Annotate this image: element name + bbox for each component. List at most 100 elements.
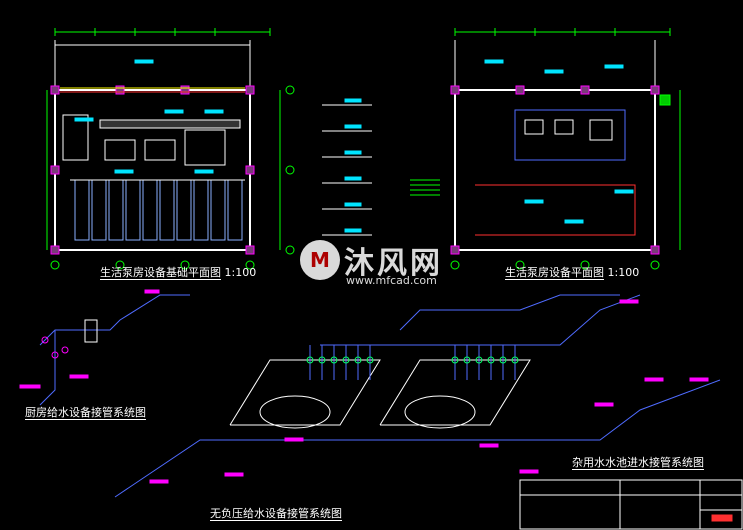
pipe-line <box>399 294 620 331</box>
label-tag <box>69 374 89 379</box>
label-tag <box>134 59 154 64</box>
valve-icon <box>463 356 471 364</box>
valve-icon <box>342 356 350 364</box>
valve-icon <box>354 356 362 364</box>
pipe-line <box>39 294 190 346</box>
pipe-line <box>114 379 721 498</box>
column <box>245 165 255 175</box>
valve-icon <box>330 356 338 364</box>
valve-icon <box>61 346 69 354</box>
column <box>450 245 460 255</box>
label-tag <box>644 377 664 382</box>
label-tag <box>544 69 564 74</box>
tank-outline <box>259 395 331 429</box>
column <box>50 245 60 255</box>
valve-icon <box>475 356 483 364</box>
legend-tag <box>344 228 362 233</box>
axis-bubble <box>285 245 295 255</box>
axis-bubble <box>580 260 590 270</box>
axis-bubble <box>450 260 460 270</box>
axis-bubble <box>650 260 660 270</box>
axis-bubble <box>285 165 295 175</box>
plan-wall <box>54 89 251 251</box>
axis-bubble <box>50 260 60 270</box>
pipe-line <box>39 330 56 406</box>
column <box>450 85 460 95</box>
kitchen-tank <box>84 319 98 343</box>
watermark-url: www.mfcad.com <box>346 274 437 287</box>
label-tag <box>149 479 169 484</box>
axis-bubble <box>180 260 190 270</box>
label-tag <box>19 384 41 389</box>
legend-tag <box>344 176 362 181</box>
label-tag <box>519 469 539 474</box>
label-tag <box>479 443 499 448</box>
valve-icon <box>487 356 495 364</box>
label-tag <box>614 189 634 194</box>
label-tag <box>114 169 134 174</box>
pipe-line <box>320 294 641 346</box>
column <box>515 85 525 95</box>
equipment-slab <box>379 359 531 426</box>
column <box>180 85 190 95</box>
column <box>245 85 255 95</box>
valve-icon <box>451 356 459 364</box>
valve-icon <box>318 356 326 364</box>
pump <box>554 119 574 135</box>
kitchen-system-title: 厨房给水设备接管系统图 <box>25 406 146 420</box>
column <box>50 165 60 175</box>
tank-cell <box>210 179 226 241</box>
tank-cell <box>227 179 243 241</box>
plan-wall <box>454 89 656 251</box>
tank-cell <box>176 179 192 241</box>
tank-inlet-system-title: 杂用水水池进水接管系统图 <box>572 456 704 470</box>
pump <box>589 119 613 141</box>
pipe-marker <box>659 94 671 106</box>
legend-tag <box>344 150 362 155</box>
valve-icon <box>511 356 519 364</box>
label-tag <box>604 64 624 69</box>
legend-tag <box>344 98 362 103</box>
label-tag <box>164 109 184 114</box>
pump <box>524 119 544 135</box>
top-left-plan-title: 生活泵房设备基础平面图 1:100 <box>100 266 257 280</box>
column <box>650 245 660 255</box>
tank-cell <box>91 179 107 241</box>
pipe-line <box>475 184 636 236</box>
column <box>115 85 125 95</box>
nonpressure-system-title: 无负压给水设备接管系统图 <box>210 507 342 521</box>
axis-bubble <box>285 85 295 95</box>
column <box>650 85 660 95</box>
column <box>50 85 60 95</box>
equipment-slab <box>229 359 381 426</box>
equipment-base <box>62 114 89 161</box>
label-tag <box>284 437 304 442</box>
label-tag <box>619 299 639 304</box>
label-tag <box>204 109 224 114</box>
label-tag <box>74 117 94 122</box>
tank-cell <box>159 179 175 241</box>
valve-icon <box>366 356 374 364</box>
label-tag <box>689 377 709 382</box>
equipment-base <box>144 139 176 161</box>
equipment-base <box>104 139 136 161</box>
watermark-text: 沐风网 <box>344 246 443 281</box>
valve-icon <box>306 356 314 364</box>
tank-cell <box>108 179 124 241</box>
legend-tag <box>344 124 362 129</box>
label-tag <box>564 219 584 224</box>
label-tag <box>484 59 504 64</box>
equipment-area <box>514 109 626 161</box>
valve-icon <box>499 356 507 364</box>
valve-icon <box>41 336 49 344</box>
column <box>580 85 590 95</box>
legend-tag <box>344 202 362 207</box>
label-tag <box>144 289 160 294</box>
equipment-base <box>184 129 226 166</box>
label-tag <box>194 169 214 174</box>
top-right-plan-title: 生活泵房设备平面图 1:100 <box>505 266 640 280</box>
tank-outline <box>404 395 476 429</box>
